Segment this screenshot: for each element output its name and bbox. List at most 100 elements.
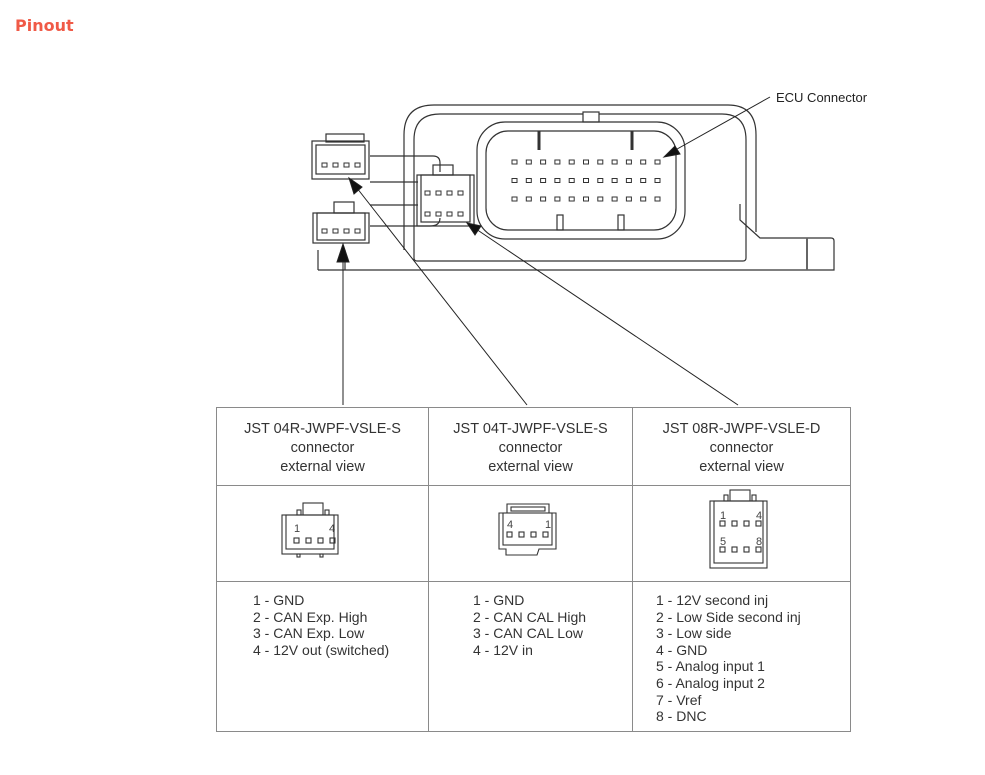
table-row-headers: JST 04R-JWPF-VSLE-S connector external v… <box>216 407 851 486</box>
pin-item: 3 - CAN Exp. Low <box>253 625 365 642</box>
pin-socket <box>654 178 661 183</box>
pin-socket <box>446 190 453 196</box>
table-row-pinouts: 1 - GND 2 - CAN Exp. High 3 - CAN Exp. L… <box>216 581 851 732</box>
pin-socket <box>435 190 442 196</box>
connector-type: connector <box>709 440 774 456</box>
pin-socket <box>424 190 431 196</box>
connector-type: connector <box>498 440 563 456</box>
pin-socket <box>625 159 632 165</box>
pin-socket <box>611 159 618 165</box>
connector-view: external view <box>280 459 365 475</box>
pin-socket <box>554 159 561 165</box>
pin-socket <box>568 159 575 165</box>
pin-socket <box>525 196 532 202</box>
ecu-connector-shroud <box>476 121 686 240</box>
pin-item: 5 - Analog input 1 <box>656 658 765 675</box>
pin-socket <box>597 196 604 202</box>
pin-socket <box>554 196 561 202</box>
table-row-drawings: 1 4 4 1 <box>216 485 851 582</box>
pin-label: 8 <box>756 536 762 548</box>
pin-label: 5 <box>720 536 726 548</box>
pin-socket <box>583 178 589 183</box>
pin-item: 4 - GND <box>656 641 708 658</box>
pin-socket <box>343 162 350 168</box>
pin-socket <box>568 196 575 202</box>
connector-04t-on-ecu <box>311 133 370 180</box>
connector-model: JST 04T-JWPF-VSLE-S <box>453 421 608 437</box>
pin-socket <box>540 159 547 165</box>
pin-socket <box>332 162 339 168</box>
pin-socket <box>321 162 328 168</box>
connector-3-pinout: 1 - 12V second inj 2 - Low Side second i… <box>632 581 851 732</box>
pin-socket <box>343 228 350 234</box>
connector-08r-icon: 1 4 5 8 <box>709 489 768 569</box>
connector-pinout-table: JST 04R-JWPF-VSLE-S connector external v… <box>216 407 851 732</box>
pin-socket <box>446 211 453 217</box>
ecu-base-plate <box>318 204 835 271</box>
connector-model: JST 08R-JWPF-VSLE-D <box>662 421 821 437</box>
connector-2-drawing: 4 1 <box>428 485 633 582</box>
connector-1-drawing: 1 4 <box>216 485 429 582</box>
connector-model: JST 04R-JWPF-VSLE-S <box>244 421 401 437</box>
pin-item: 2 - Low Side second inj <box>656 608 801 625</box>
pin-socket <box>625 178 632 183</box>
pin-socket <box>583 159 589 165</box>
pin-item: 1 - GND <box>473 592 525 608</box>
header-connector-2: JST 04T-JWPF-VSLE-S connector external v… <box>428 407 633 486</box>
connector-type: connector <box>290 440 355 456</box>
pin-item: 3 - CAN CAL Low <box>473 625 583 642</box>
connector-2-pinout: 1 - GND 2 - CAN CAL High 3 - CAN CAL Low… <box>428 581 633 732</box>
pin-item: 2 - CAN Exp. High <box>253 608 368 625</box>
pin-socket <box>568 178 575 183</box>
pin-socket <box>654 196 661 202</box>
pin-item: 1 - 12V second inj <box>656 592 769 608</box>
pin-item: 6 - Analog input 2 <box>656 674 765 691</box>
pin-socket <box>540 178 547 183</box>
pin-socket <box>354 228 361 234</box>
pin-item: 4 - 12V in <box>473 641 533 658</box>
header-connector-3: JST 08R-JWPF-VSLE-D connector external v… <box>632 407 851 486</box>
pin-socket <box>654 159 661 165</box>
arrow-ecu-connector <box>662 145 681 158</box>
pin-socket <box>525 159 532 165</box>
pin-socket <box>511 159 518 165</box>
pin-label: 1 <box>720 510 726 522</box>
pin-socket <box>424 211 431 217</box>
pin-label: 4 <box>329 523 335 535</box>
connector-view: external view <box>699 459 784 475</box>
connector-3-drawing: 1 4 5 8 <box>632 485 851 582</box>
connector-view: external view <box>488 459 573 475</box>
pin-socket <box>511 196 518 202</box>
pin-socket <box>525 178 532 183</box>
pin-socket <box>640 159 647 165</box>
arrow-04t <box>348 176 363 195</box>
pin-item: 8 - DNC <box>656 708 707 725</box>
pin-socket <box>332 228 339 234</box>
connector-04r-on-ecu <box>312 201 370 244</box>
pin-label: 1 <box>294 523 300 535</box>
pin-socket <box>583 196 589 202</box>
pin-item: 4 - 12V out (switched) <box>253 641 390 658</box>
pin-socket <box>554 178 561 183</box>
arrow-04r <box>336 242 350 263</box>
pin-socket <box>354 162 361 168</box>
pin-socket <box>435 211 442 217</box>
pin-socket <box>540 196 547 202</box>
connector-04t-icon: 4 1 <box>498 503 557 556</box>
connector-1-pinout: 1 - GND 2 - CAN Exp. High 3 - CAN Exp. L… <box>216 581 429 732</box>
pin-item: 7 - Vref <box>656 691 702 708</box>
pin-socket <box>640 196 647 202</box>
ecu-connector-label: ECU Connector <box>776 90 868 105</box>
pin-socket <box>611 196 618 202</box>
pin-item: 1 - GND <box>253 592 305 608</box>
pin-socket <box>597 159 604 165</box>
pin-socket <box>457 190 464 196</box>
pin-socket <box>321 228 328 234</box>
pin-label: 4 <box>507 519 513 531</box>
pin-socket <box>625 196 632 202</box>
pin-socket <box>511 178 518 183</box>
ecu-housing-outer <box>403 104 757 250</box>
header-connector-1: JST 04R-JWPF-VSLE-S connector external v… <box>216 407 429 486</box>
pin-socket <box>597 178 604 183</box>
